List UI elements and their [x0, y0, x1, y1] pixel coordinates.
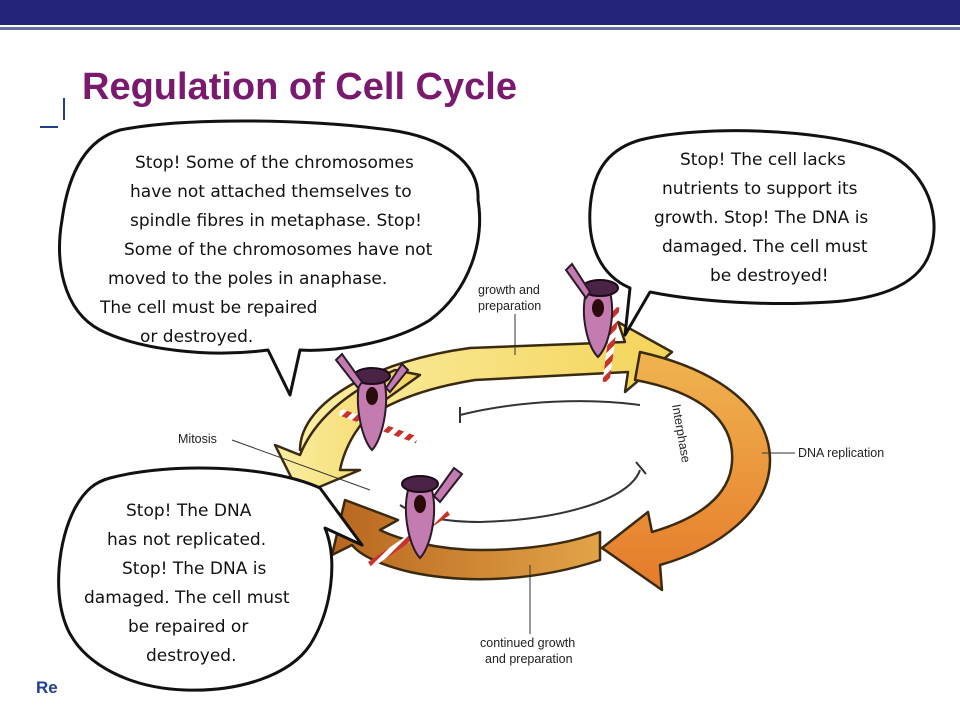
bubble-top-left-line-2: have not attached themselves to	[130, 182, 412, 202]
top-banner	[0, 0, 960, 25]
bubble-top-left-line-1: Stop! Some of the chromosomes	[135, 153, 414, 173]
title-accent-horizontal	[40, 126, 58, 128]
label-continued-line-1: continued growth	[480, 636, 575, 650]
bubble-bottom-left-line-6: destroyed.	[146, 646, 237, 666]
label-mitosis-group: Mitosis	[178, 432, 371, 491]
bubble-top-left-line-5: moved to the poles in anaphase.	[108, 269, 387, 289]
speech-bubble-top-right: Stop! The cell lacks nutrients to suppor…	[588, 129, 936, 337]
label-dna-replication-group: DNA replication	[762, 446, 884, 460]
checkpoint-guard-icon	[564, 262, 620, 383]
label-interphase: Interphase	[669, 403, 693, 464]
bubble-top-right-line-3: growth. Stop! The DNA is	[654, 208, 868, 228]
inner-arrow-top	[459, 400, 641, 423]
title-accent-vertical	[63, 98, 65, 120]
label-interphase-group: Interphase	[669, 403, 693, 464]
top-banner-line	[0, 27, 960, 30]
bubble-top-right-line-2: nutrients to support its	[662, 179, 858, 199]
arrow-dna-replication	[600, 350, 772, 592]
speech-bubble-top-left: Stop! Some of the chromosomes have not a…	[58, 119, 482, 397]
bubble-top-left-line-3: spindle fibres in metaphase. Stop!	[130, 211, 422, 231]
arrow-continued-growth	[330, 498, 602, 581]
checkpoint-guard-icon	[368, 466, 464, 568]
bubble-bottom-left-line-5: be repaired or	[128, 617, 248, 637]
slide-title: Regulation of Cell Cycle	[82, 66, 517, 108]
bubble-top-right-line-5: be destroyed!	[710, 266, 829, 286]
bubble-bottom-left-line-2: has not replicated.	[107, 530, 266, 550]
bubble-top-right-line-1: Stop! The cell lacks	[680, 150, 846, 170]
footer-text: Re	[36, 678, 58, 697]
bubble-bottom-left-line-1: Stop! The DNA	[126, 501, 252, 521]
label-growth-line-1: growth and	[478, 283, 540, 297]
label-continued-line-2: and preparation	[485, 652, 573, 666]
barrier-icon	[602, 306, 620, 383]
barrier-icon	[368, 509, 450, 568]
label-growth-line-2: preparation	[478, 299, 541, 313]
bubble-top-right-line-4: damaged. The cell must	[662, 237, 868, 257]
bubble-top-left-line-7: or destroyed.	[140, 327, 253, 347]
speech-bubble-bottom-left: Stop! The DNA has not replicated. Stop! …	[57, 466, 364, 692]
bubble-top-left-line-4: Some of the chromosomes have not	[124, 240, 433, 260]
label-growth-preparation: growth and preparation	[478, 283, 541, 355]
label-continued-growth-group: continued growth and preparation	[480, 565, 575, 666]
checkpoint-guard-icon	[334, 352, 419, 452]
label-mitosis: Mitosis	[178, 432, 217, 446]
bubble-bottom-left-line-4: damaged. The cell must	[84, 588, 290, 608]
bubble-bottom-left-line-3: Stop! The DNA is	[122, 559, 266, 579]
label-dna-replication: DNA replication	[798, 446, 884, 460]
bubble-top-left-line-6: The cell must be repaired	[99, 298, 317, 318]
